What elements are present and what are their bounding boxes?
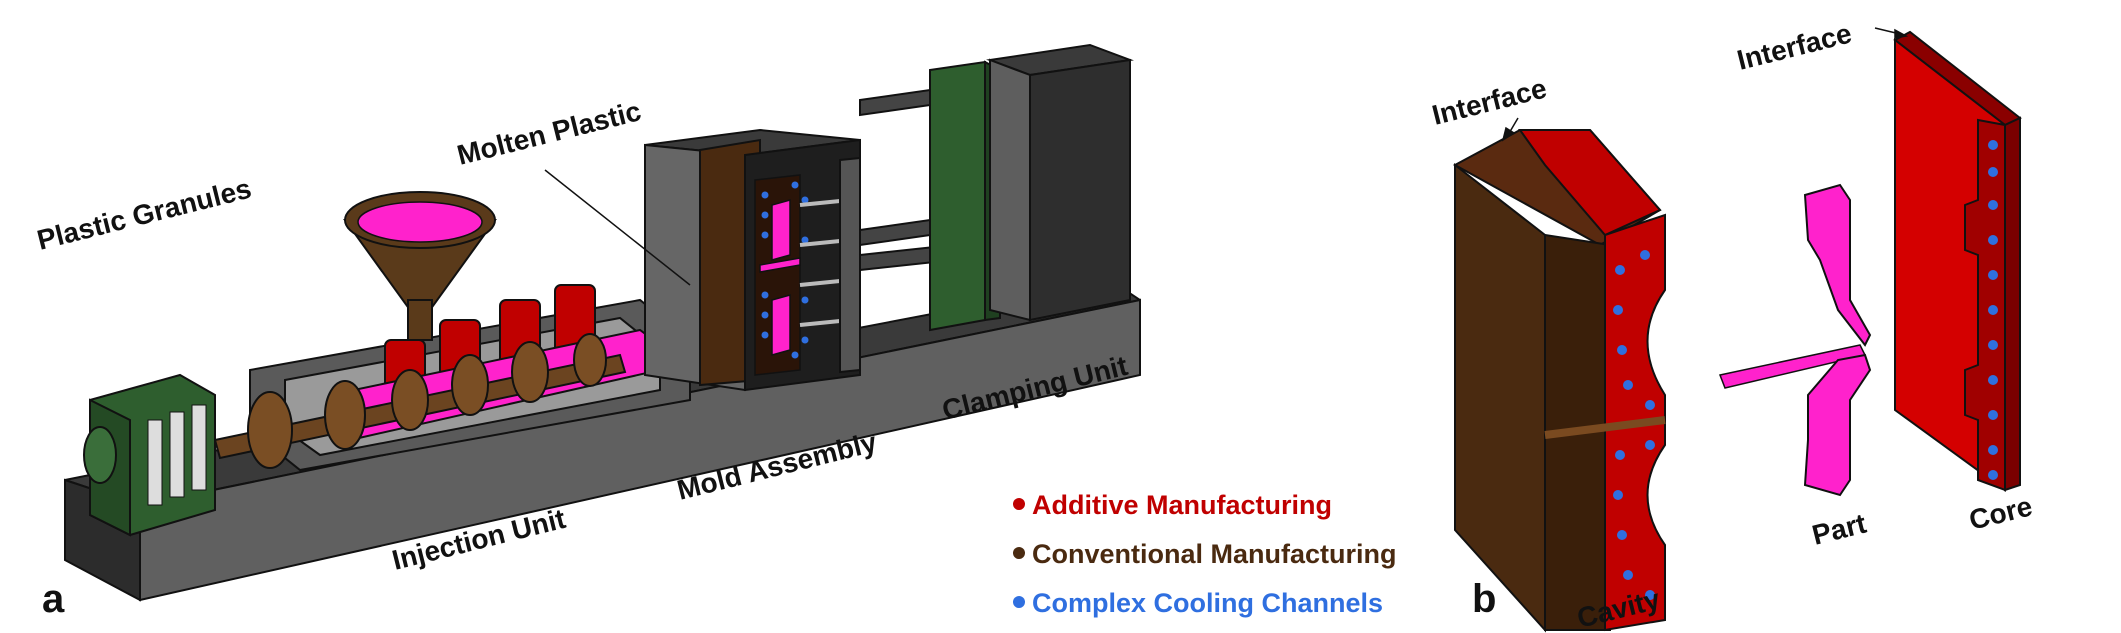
screw — [213, 333, 627, 469]
label-core: Core — [1966, 490, 2035, 536]
legend-dot-cooling — [1013, 596, 1025, 608]
part-upper — [1803, 183, 1872, 347]
legend-dot-additive — [1013, 498, 1025, 510]
screw-flight — [247, 391, 293, 469]
legend-label-conventional: Conventional Manufacturing — [1032, 539, 1397, 569]
core-plate — [1893, 30, 2022, 492]
interface-arrows — [1501, 27, 1909, 142]
cavity-block — [1452, 129, 1666, 633]
panel-b-mold: Interface Interface Cavity Part Core b — [1429, 18, 2035, 633]
panel-letter-b: b — [1472, 577, 1496, 621]
screw-flight — [573, 333, 607, 387]
cavity-top-am — [1518, 129, 1662, 237]
legend: Additive Manufacturing Conventional Manu… — [1013, 490, 1397, 618]
plastic-granules-fill — [357, 201, 483, 243]
molten-plastic-leader — [544, 169, 691, 286]
legend-dot-conventional — [1013, 547, 1025, 559]
label-interface-right: Interface — [1734, 18, 1855, 76]
motor-vent — [169, 411, 185, 498]
legend-label-cooling: Complex Cooling Channels — [1032, 588, 1383, 618]
core-insert-edge — [1964, 118, 2006, 492]
screw-flight — [451, 354, 489, 416]
panel-a-machine: Plastic Granules Molten Plastic Injectio… — [34, 43, 1141, 621]
cooling-channel-dots — [761, 181, 809, 359]
mold-assembly — [644, 128, 861, 392]
part-lower — [1803, 353, 1872, 497]
legend-label-additive: Additive Manufacturing — [1032, 490, 1332, 520]
core-cooling-dots — [1988, 140, 1998, 480]
cavity-cooling-dots — [1613, 250, 1655, 600]
motor-vent — [147, 419, 163, 506]
label-plastic-granules: Plastic Granules — [34, 173, 254, 256]
molded-part — [1718, 183, 1872, 497]
clamping-unit — [859, 43, 1134, 332]
label-part: Part — [1809, 508, 1869, 551]
cavity-parting-groove — [1544, 416, 1666, 439]
motor — [83, 373, 216, 537]
screw-flight — [391, 369, 429, 431]
label-interface-left: Interface — [1429, 73, 1550, 131]
screw-flight — [511, 341, 549, 403]
screw-flight — [324, 380, 366, 450]
hopper — [343, 191, 497, 341]
mold-back-plate — [839, 156, 861, 374]
motor-vent — [191, 404, 207, 491]
mold-part-pink — [759, 199, 801, 356]
motor-shaft-end — [83, 426, 117, 484]
moving-platen — [929, 60, 986, 332]
clamp-block-side — [989, 58, 1031, 322]
cavity-conventional-side — [1454, 162, 1546, 633]
label-molten-plastic: Molten Plastic — [454, 95, 644, 171]
clamp-block-front — [1029, 58, 1131, 322]
core-side — [2004, 116, 2021, 492]
hopper-neck — [407, 299, 433, 341]
panel-letter-a: a — [42, 577, 65, 621]
